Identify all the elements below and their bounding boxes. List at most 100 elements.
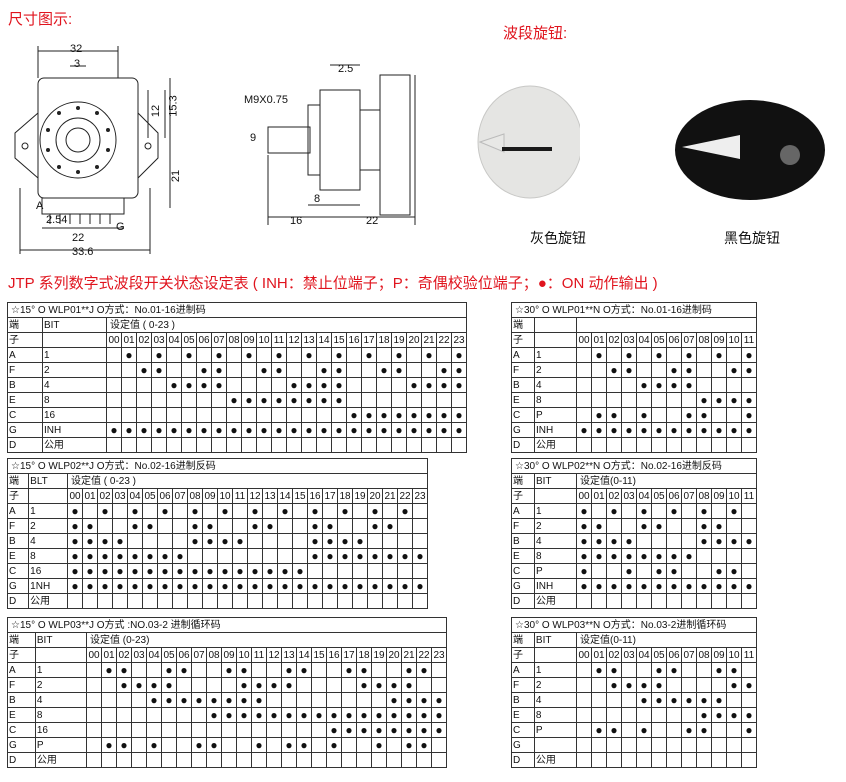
state-cell: ● [191, 692, 207, 708]
state-cell: ● [221, 692, 237, 708]
state-cell [211, 392, 227, 408]
state-cell [217, 548, 233, 564]
state-cell [341, 752, 357, 768]
state-cell [726, 377, 742, 393]
state-cell [636, 662, 652, 678]
state-cell [711, 437, 727, 453]
state-cell: ● [621, 563, 637, 579]
state-cell [181, 407, 197, 423]
state-cell: ● [696, 518, 712, 534]
state-cell [681, 437, 697, 453]
setting-index: 00 [576, 332, 592, 348]
state-cell [726, 692, 742, 708]
state-cell [337, 593, 353, 609]
state-cell: ● [636, 722, 652, 738]
state-cell: ● [741, 407, 757, 423]
state-cell [97, 518, 113, 534]
state-cell: ● [232, 533, 248, 549]
bit-label: INH [533, 578, 578, 594]
setting-index: 07 [681, 647, 697, 663]
state-cell [277, 518, 293, 534]
state-cell: ● [681, 377, 697, 393]
state-cell: ● [741, 722, 757, 738]
gray-knob-image [477, 85, 580, 199]
state-cell [621, 692, 637, 708]
state-cell [431, 737, 447, 753]
state-cell [621, 392, 637, 408]
bit-label: P [533, 407, 578, 423]
setting-index: 13 [262, 488, 278, 504]
state-cell: ● [97, 503, 113, 519]
state-cell [277, 533, 293, 549]
state-cell [681, 752, 697, 768]
setting-index: 09 [221, 647, 237, 663]
state-cell: ● [67, 578, 83, 594]
terminal-label: A [7, 662, 36, 678]
state-cell [386, 752, 402, 768]
state-cell [576, 707, 592, 723]
state-cell [726, 722, 742, 738]
state-cell [331, 437, 347, 453]
state-cell: ● [262, 563, 278, 579]
state-cell: ● [146, 737, 162, 753]
setting-index: 16 [346, 332, 362, 348]
state-cell [421, 437, 437, 453]
state-cell [236, 737, 252, 753]
state-cell [251, 722, 267, 738]
state-cell [181, 392, 197, 408]
state-cell: ● [386, 692, 402, 708]
state-cell: ● [621, 362, 637, 378]
state-cell [121, 377, 137, 393]
state-cell [636, 362, 652, 378]
terminal-label: A [511, 662, 535, 678]
state-cell: ● [591, 518, 607, 534]
state-cell: ● [82, 548, 98, 564]
setting-index: 05 [651, 647, 667, 663]
terminal-label: E [7, 707, 36, 723]
state-cell [232, 503, 248, 519]
setting-index: 17 [341, 647, 357, 663]
state-cell: ● [281, 662, 297, 678]
state-cell [196, 437, 212, 453]
bit-label: 2 [41, 362, 108, 378]
state-cell: ● [296, 737, 312, 753]
state-cell [591, 437, 607, 453]
setting-index: 15 [292, 488, 308, 504]
state-cell: ● [651, 548, 667, 564]
state-cell [741, 518, 757, 534]
state-cell [726, 347, 742, 363]
state-cell [221, 752, 237, 768]
state-cell [187, 548, 203, 564]
state-cell [146, 662, 162, 678]
state-cell [636, 707, 652, 723]
state-cell: ● [741, 533, 757, 549]
state-cell: ● [307, 518, 323, 534]
state-cell [651, 752, 667, 768]
state-cell: ● [367, 518, 383, 534]
dim-16: 16 [290, 215, 303, 227]
state-cell: ● [606, 722, 622, 738]
state-cell [82, 593, 98, 609]
state-cell [636, 593, 652, 609]
state-cell [211, 437, 227, 453]
state-cell: ● [382, 578, 398, 594]
state-cell: ● [307, 548, 323, 564]
state-cell [412, 518, 428, 534]
state-cell: ● [217, 563, 233, 579]
state-cell [176, 722, 192, 738]
state-cell [711, 593, 727, 609]
state-cell [131, 662, 147, 678]
state-cell [236, 752, 252, 768]
state-cell [681, 707, 697, 723]
terminal-label: E [511, 392, 535, 408]
dimension-title: 尺寸图示: [8, 11, 73, 28]
state-cell [741, 563, 757, 579]
state-cell: ● [576, 422, 592, 438]
state-cell: ● [606, 407, 622, 423]
bit-label: 2 [533, 362, 578, 378]
terminal-label: C [511, 722, 535, 738]
state-cell: ● [636, 692, 652, 708]
